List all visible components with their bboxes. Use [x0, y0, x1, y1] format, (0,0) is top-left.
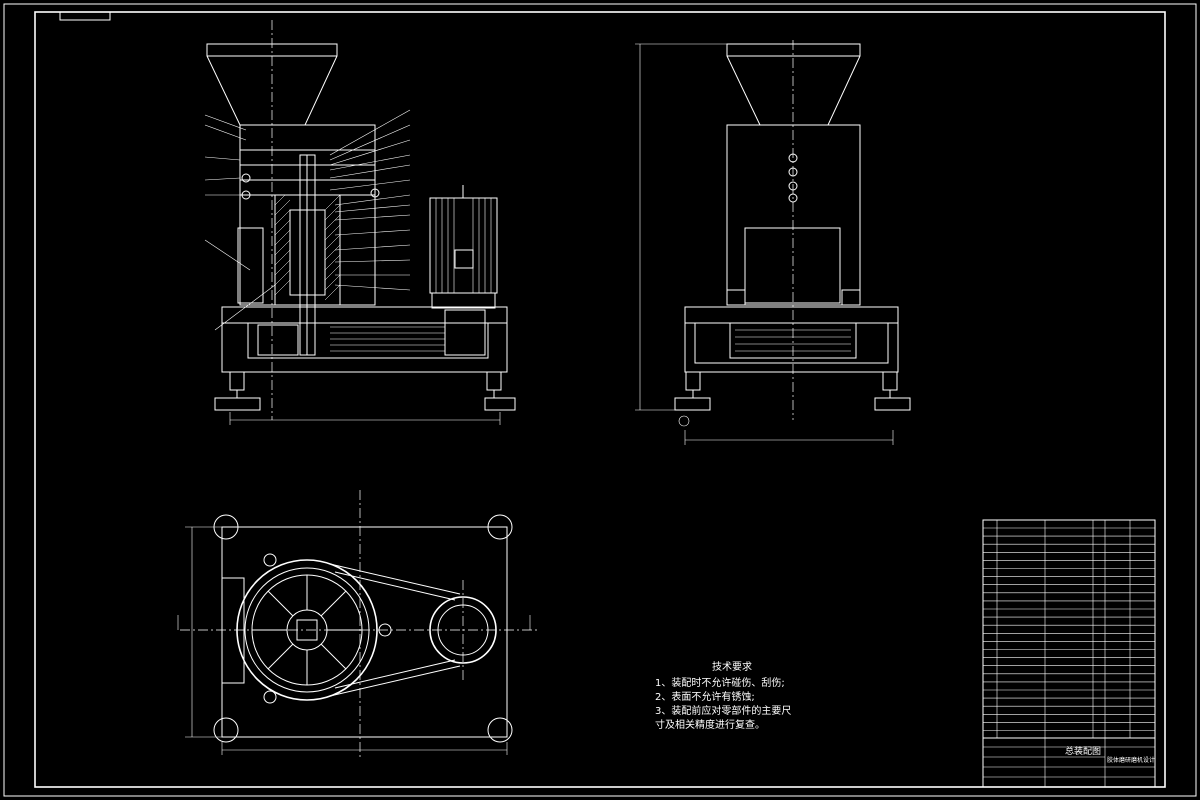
tech-requirement-4: 寸及相关精度进行复查。 [655, 718, 765, 731]
parts-list [982, 519, 1156, 739]
tech-requirement-1: 1、装配时不允许碰伤、刮伤; [655, 676, 785, 689]
tech-requirement-3: 3、装配前应对零部件的主要尺 [655, 704, 791, 717]
outer-border [3, 3, 1197, 797]
title-block: 总装配图 胶体磨研磨机设计 [982, 737, 1156, 788]
tech-requirement-2: 2、表面不允许有锈蚀; [655, 690, 755, 703]
side-view [635, 40, 911, 445]
tech-requirements-heading: 技术要求 [712, 660, 752, 673]
front-view [204, 20, 516, 425]
drawing-code-box [59, 11, 111, 21]
tech-requirements: 技术要求 1、装配时不允许碰伤、刮伤; 2、表面不允许有锈蚀; 3、装配前应对零… [655, 660, 791, 731]
top-view [177, 490, 540, 760]
title-block-name: 胶体磨研磨机设计 [1107, 756, 1155, 764]
title-block-title: 总装配图 [1065, 745, 1101, 757]
inner-border [34, 11, 1166, 788]
